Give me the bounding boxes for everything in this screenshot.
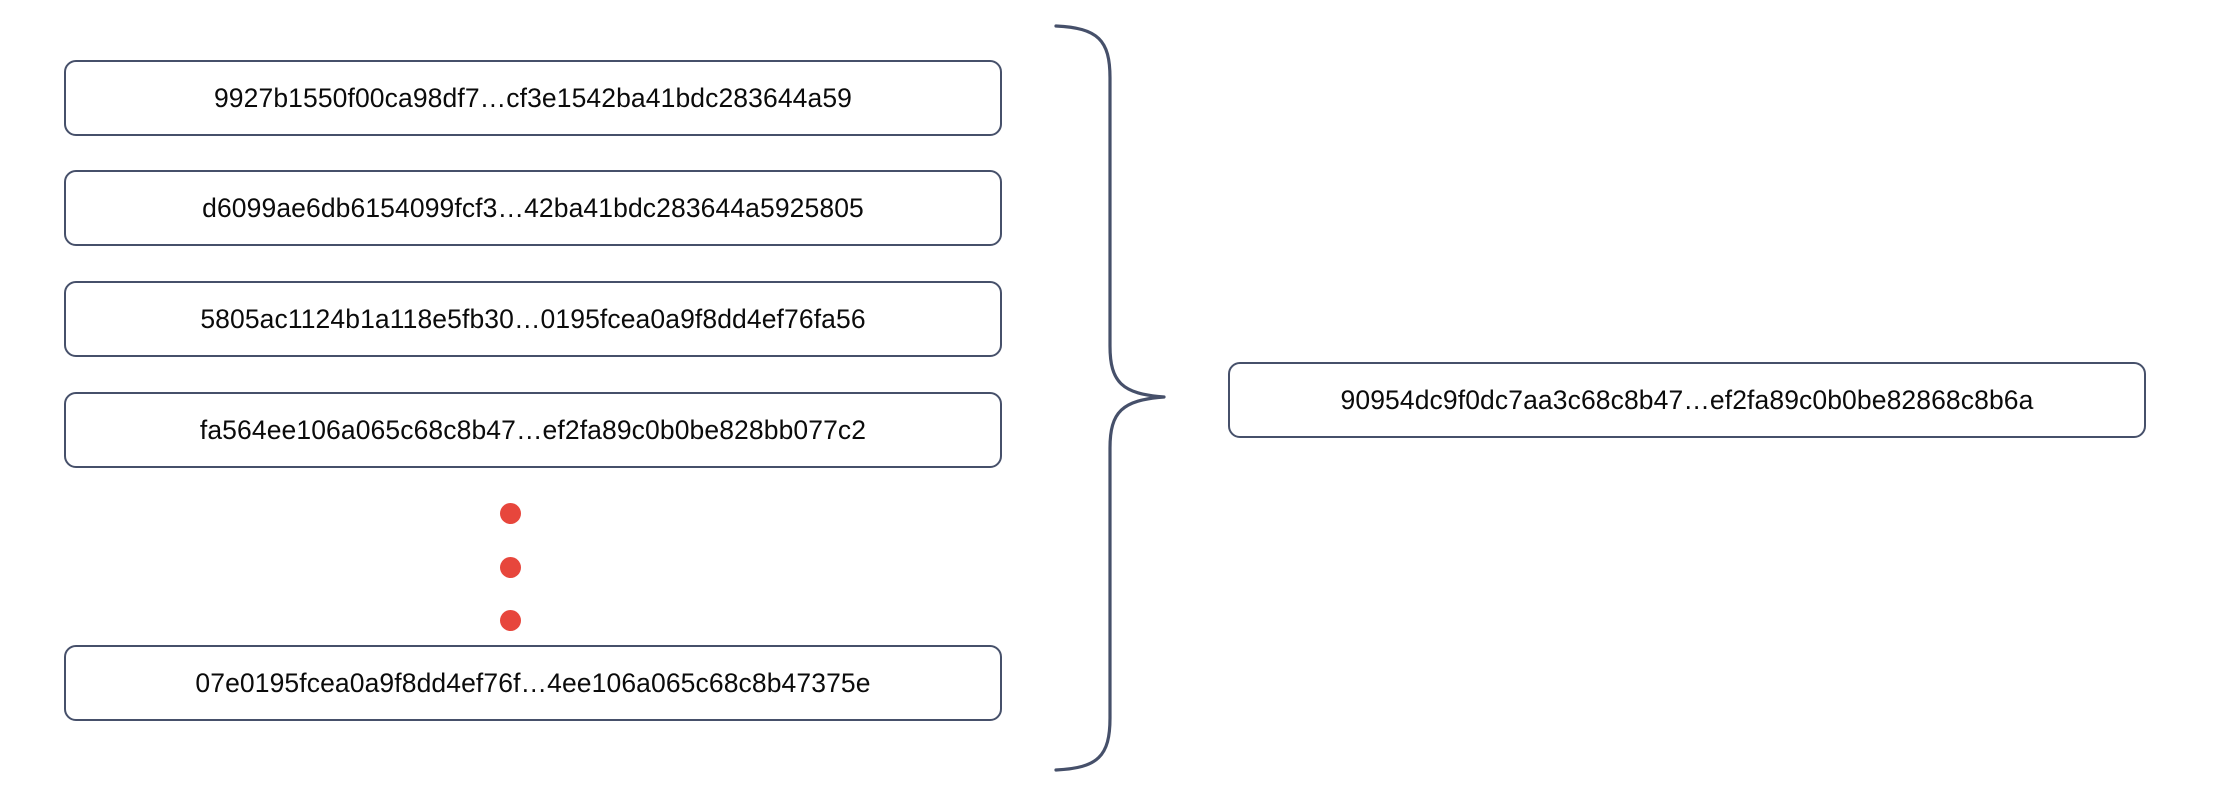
input-hash-box-4[interactable]: fa564ee106a065c68c8b47…ef2fa89c0b0be828b… xyxy=(64,392,1002,468)
input-hash-box-1[interactable]: 9927b1550f00ca98df7…cf3e1542ba41bdc28364… xyxy=(64,60,1002,136)
input-hash-box-2[interactable]: d6099ae6db6154099fcf3…42ba41bdc283644a59… xyxy=(64,170,1002,246)
input-hash-text-1: 9927b1550f00ca98df7…cf3e1542ba41bdc28364… xyxy=(213,82,853,113)
output-hash-box[interactable]: 90954dc9f0dc7aa3c68c8b47…ef2fa89c0b0be82… xyxy=(1228,362,2146,438)
input-hash-box-5[interactable]: 07e0195fcea0a9f8dd4ef76f…4ee106a065c68c8… xyxy=(64,645,1002,721)
input-hash-text-3: 5805ac1124b1a118e5fb30…0195fcea0a9f8dd4e… xyxy=(200,303,866,334)
input-hash-box-3[interactable]: 5805ac1124b1a118e5fb30…0195fcea0a9f8dd4e… xyxy=(64,281,1002,357)
ellipsis-dot-2 xyxy=(499,556,521,578)
vertical-ellipsis-icon xyxy=(499,503,521,631)
input-hash-text-5: 07e0195fcea0a9f8dd4ef76f…4ee106a065c68c8… xyxy=(195,667,871,698)
ellipsis-dot-1 xyxy=(499,503,521,524)
curly-brace-icon xyxy=(1054,24,1166,772)
curly-brace-connector xyxy=(1052,24,1182,772)
ellipsis-dot-3 xyxy=(499,610,521,631)
input-hash-text-2: d6099ae6db6154099fcf3…42ba41bdc283644a59… xyxy=(202,192,864,223)
output-hash-text: 90954dc9f0dc7aa3c68c8b47…ef2fa89c0b0be82… xyxy=(1340,384,2034,415)
input-hash-text-4: fa564ee106a065c68c8b47…ef2fa89c0b0be828b… xyxy=(199,414,867,445)
